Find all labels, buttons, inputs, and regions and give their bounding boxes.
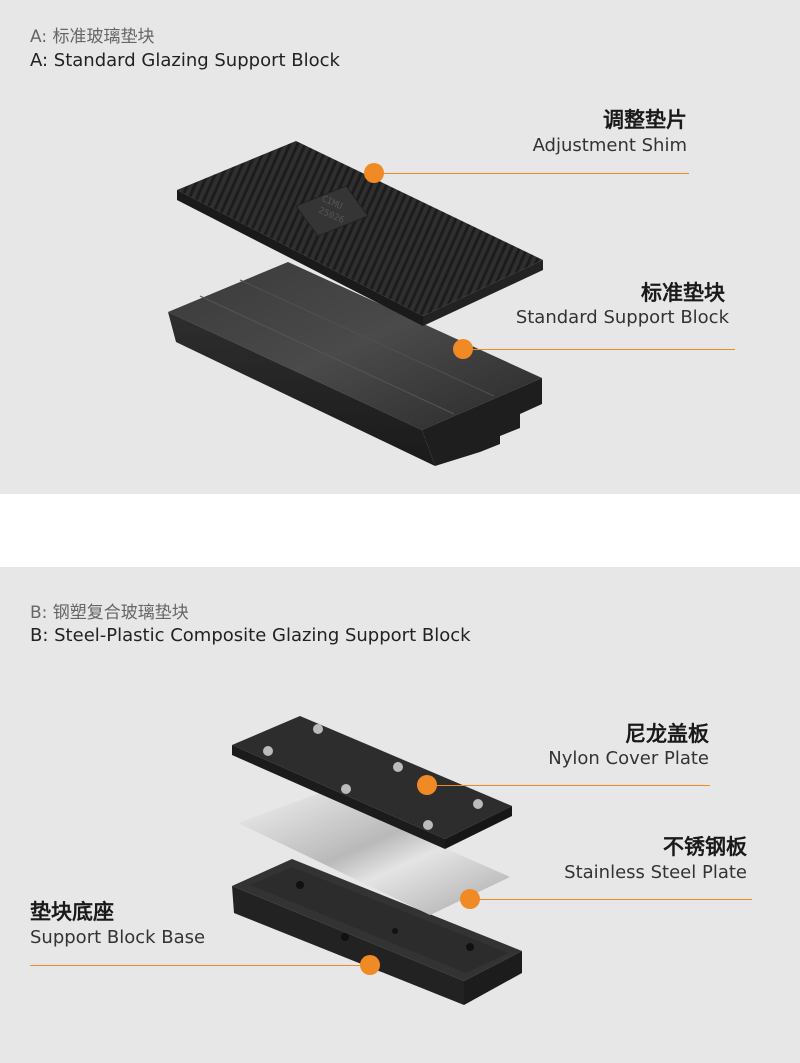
base-label-cn: 垫块底座 xyxy=(30,900,114,924)
section-a-illustration: CIMU 25026 xyxy=(168,141,543,466)
section-b-title-en: B: Steel-Plastic Composite Glazing Suppo… xyxy=(30,625,471,646)
adjustment-shim-label-en: Adjustment Shim xyxy=(532,135,687,156)
nylon-cover-leader-line xyxy=(427,785,710,786)
nylon-cover-label-en: Nylon Cover Plate xyxy=(548,748,709,769)
standard-block-label-en: Standard Support Block xyxy=(515,307,729,328)
adjustment-shim-marker xyxy=(364,163,384,183)
section-b-title-cn: B: 钢塑复合玻璃垫块 xyxy=(30,603,189,623)
section-a-title-cn: A: 标准玻璃垫块 xyxy=(30,27,155,47)
standard-block-leader-line xyxy=(463,349,735,350)
base-leader-line xyxy=(30,965,370,966)
standard-block-label-cn: 标准垫块 xyxy=(641,281,725,305)
steel-plate-marker xyxy=(460,889,480,909)
adjustment-shim-leader-line xyxy=(374,173,689,174)
nylon-cover-marker xyxy=(417,775,437,795)
standard-support-block-image xyxy=(168,262,542,466)
steel-plate-label-cn: 不锈钢板 xyxy=(663,835,747,859)
steel-plate-leader-line xyxy=(470,899,752,900)
steel-plate-label-en: Stainless Steel Plate xyxy=(564,862,747,883)
stainless-steel-plate-image xyxy=(238,793,510,915)
base-marker xyxy=(360,955,380,975)
section-a-title-en: A: Standard Glazing Support Block xyxy=(30,50,340,71)
standard-block-marker xyxy=(453,339,473,359)
nylon-cover-label-cn: 尼龙盖板 xyxy=(625,722,709,746)
nylon-cover-plate-image xyxy=(232,716,512,849)
base-label-en: Support Block Base xyxy=(30,927,206,948)
adjustment-shim-image: CIMU 25026 xyxy=(177,141,543,326)
section-b-illustration xyxy=(232,716,522,1005)
support-block-base-image xyxy=(232,859,522,1005)
adjustment-shim-label-cn: 调整垫片 xyxy=(603,108,687,132)
